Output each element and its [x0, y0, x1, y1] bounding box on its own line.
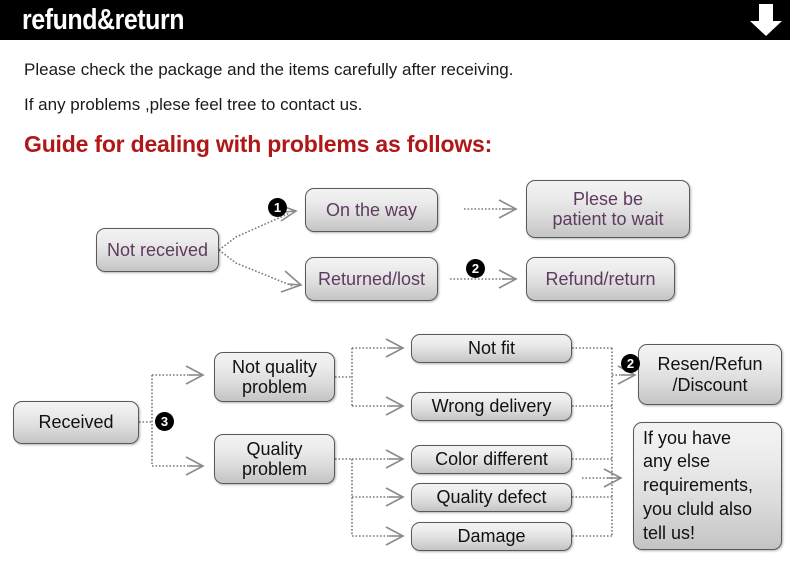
- node-on-the-way-label: On the way: [325, 199, 418, 220]
- node-damage-label: Damage: [457, 526, 526, 547]
- node-plese-be-patient[interactable]: Plese be patient to wait: [526, 180, 690, 238]
- node-any-else-line2: any else: [643, 451, 711, 472]
- node-wrong-delivery[interactable]: Wrong delivery: [411, 392, 572, 421]
- guide-heading: Guide for dealing with problems as follo…: [24, 131, 493, 157]
- intro-line-2: If any problems ,plese feel tree to cont…: [24, 95, 363, 114]
- node-color-different[interactable]: Color different: [411, 445, 572, 474]
- node-plese-be-patient-line1: Plese be: [572, 188, 644, 209]
- node-any-else-line4: you cluld also: [643, 498, 753, 519]
- node-refund-return-label: Refund/return: [545, 268, 656, 289]
- connector-ontheway-to-patient: [464, 199, 518, 219]
- node-any-else-line3: requirements,: [643, 475, 754, 496]
- node-plese-be-patient-line2: patient to wait: [552, 209, 664, 229]
- node-wrong-delivery-label: Wrong delivery: [431, 396, 552, 417]
- node-quality-problem-line1: Quality: [246, 438, 303, 459]
- badge-1: 1: [268, 198, 287, 217]
- badge-2-bottom-number: 2: [626, 356, 635, 371]
- intro-line-1: Please check the package and the items c…: [24, 60, 514, 79]
- badge-3-number: 3: [160, 414, 169, 429]
- badge-1-number: 1: [273, 200, 282, 215]
- badge-2-top: 2: [466, 259, 485, 278]
- connector-notreceived-to-returnedlost: [218, 249, 303, 293]
- page-title: refund&return: [22, 4, 185, 36]
- node-on-the-way[interactable]: On the way: [305, 188, 438, 232]
- node-not-quality-problem-line2: problem: [241, 377, 308, 397]
- node-received[interactable]: Received: [13, 401, 139, 444]
- node-not-received[interactable]: Not received: [96, 228, 219, 272]
- badge-2-bottom: 2: [621, 354, 640, 373]
- node-resend-refund-discount-line1: Resen/Refun: [657, 354, 763, 375]
- node-any-else-line1: If you have: [643, 427, 732, 448]
- connector-bus-to-anyelse: [582, 468, 623, 488]
- node-not-quality-problem-line1: Not quality: [231, 356, 318, 377]
- node-returned-lost[interactable]: Returned/lost: [305, 257, 438, 301]
- node-resend-refund-discount[interactable]: Resen/Refun /Discount: [638, 344, 782, 405]
- node-any-else-requirements[interactable]: If you have any else requirements, you c…: [633, 422, 782, 550]
- node-quality-problem[interactable]: Quality problem: [214, 434, 335, 484]
- node-any-else-line5: tell us!: [643, 522, 696, 543]
- header-bar: [0, 0, 790, 40]
- connector-notquality-split: [335, 338, 405, 416]
- node-quality-defect-label: Quality defect: [436, 487, 547, 508]
- badge-2-top-number: 2: [471, 261, 480, 276]
- node-received-label: Received: [38, 412, 114, 433]
- node-not-fit[interactable]: Not fit: [411, 334, 572, 363]
- node-returned-lost-label: Returned/lost: [317, 268, 426, 289]
- node-refund-return[interactable]: Refund/return: [526, 257, 675, 301]
- node-quality-defect[interactable]: Quality defect: [411, 483, 572, 512]
- node-not-fit-label: Not fit: [467, 338, 515, 359]
- connector-quality-split: [335, 449, 405, 546]
- node-quality-problem-line2: problem: [241, 459, 308, 479]
- node-color-different-label: Color different: [435, 449, 548, 470]
- node-damage[interactable]: Damage: [411, 522, 572, 551]
- down-arrow-icon: [750, 4, 782, 36]
- node-resend-refund-discount-line2: /Discount: [672, 374, 748, 395]
- node-not-received-label: Not received: [106, 239, 209, 260]
- badge-3: 3: [155, 412, 174, 431]
- node-not-quality-problem[interactable]: Not quality problem: [214, 352, 335, 402]
- connector-issues-to-resend: [572, 347, 637, 537]
